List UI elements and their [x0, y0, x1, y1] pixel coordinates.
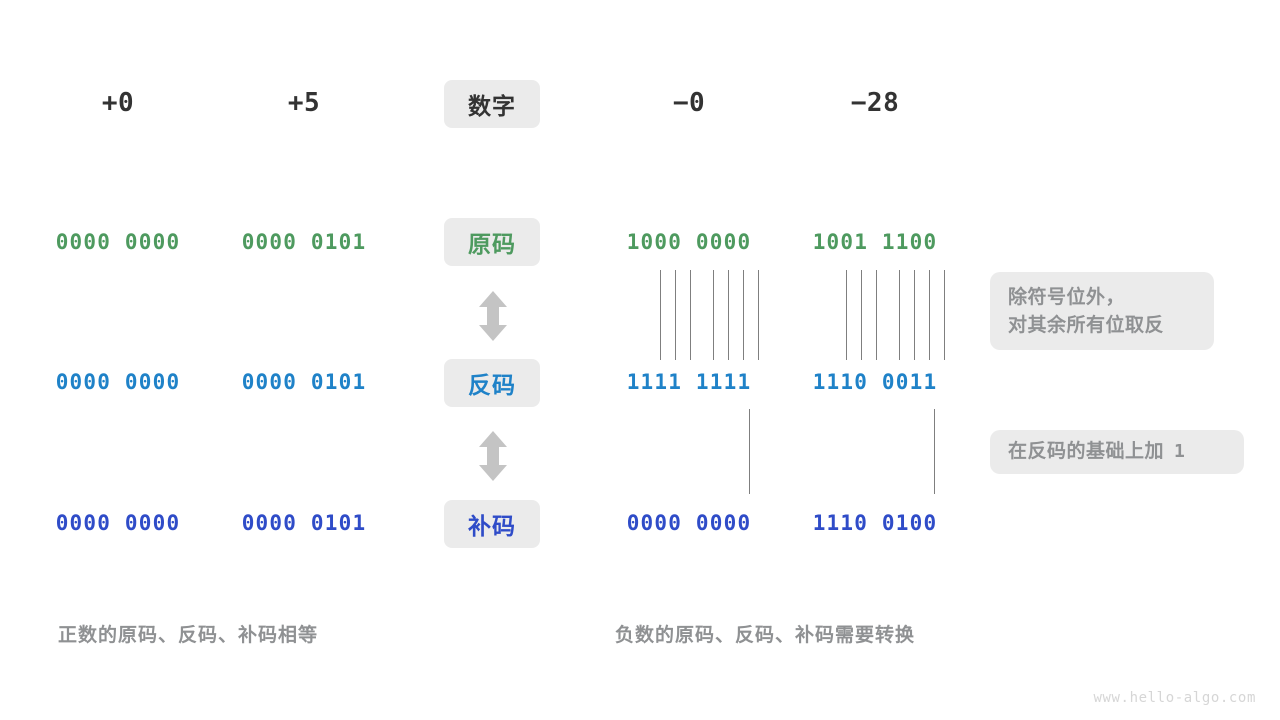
note-add-one-value: 1	[1174, 440, 1186, 462]
row-sign-magnitude-col3: 1000 0000	[626, 230, 752, 254]
connector-line	[675, 270, 676, 360]
caption-positive: 正数的原码、反码、补码相等	[58, 625, 319, 646]
double-arrow-icon-lower	[477, 430, 509, 487]
connector-line	[944, 270, 945, 360]
connector-line	[749, 409, 750, 494]
header-value-minus-twentyeight: −28	[850, 88, 900, 118]
connector-line	[846, 270, 847, 360]
row-twos-complement-col3: 0000 0000	[626, 511, 752, 535]
connector-line	[728, 270, 729, 360]
connector-line	[861, 270, 862, 360]
chip-sign-magnitude: 原码	[444, 218, 540, 266]
watermark: www.hello-algo.com	[1093, 690, 1256, 706]
connector-line	[758, 270, 759, 360]
row-twos-complement-col2: 0000 0101	[241, 511, 367, 535]
header-value-plus-five: +5	[287, 88, 321, 118]
connector-line	[929, 270, 930, 360]
caption-negative: 负数的原码、反码、补码需要转换	[615, 625, 916, 646]
chip-twos-complement: 补码	[444, 500, 540, 548]
note-invert-line1: 除符号位外，	[1008, 287, 1126, 308]
connector-line	[876, 270, 877, 360]
note-add-one: 在反码的基础上加 1	[990, 430, 1244, 474]
connector-line	[690, 270, 691, 360]
connector-line	[713, 270, 714, 360]
header-value-plus-zero: +0	[101, 88, 135, 118]
header-value-minus-zero: −0	[672, 88, 706, 118]
row-twos-complement-col4: 1110 0100	[812, 511, 938, 535]
chip-number-header: 数字	[444, 80, 540, 128]
connector-line	[899, 270, 900, 360]
row-twos-complement-col1: 0000 0000	[55, 511, 181, 535]
connector-line	[743, 270, 744, 360]
double-arrow-icon-upper	[477, 290, 509, 347]
note-invert-bits: 除符号位外， 对其余所有位取反	[990, 272, 1214, 350]
row-ones-complement-col1: 0000 0000	[55, 370, 181, 394]
note-invert-line2: 对其余所有位取反	[1008, 314, 1165, 336]
row-sign-magnitude-col1: 0000 0000	[55, 230, 181, 254]
row-sign-magnitude-col2: 0000 0101	[241, 230, 367, 254]
row-ones-complement-col2: 0000 0101	[241, 370, 367, 394]
connector-line	[914, 270, 915, 360]
note-add-one-text: 在反码的基础上加	[1008, 441, 1165, 463]
row-ones-complement-col4: 1110 0011	[812, 370, 938, 394]
row-ones-complement-col3: 1111 1111	[626, 370, 752, 394]
row-sign-magnitude-col4: 1001 1100	[812, 230, 938, 254]
connector-line	[934, 409, 935, 494]
chip-ones-complement: 反码	[444, 359, 540, 407]
connector-line	[660, 270, 661, 360]
